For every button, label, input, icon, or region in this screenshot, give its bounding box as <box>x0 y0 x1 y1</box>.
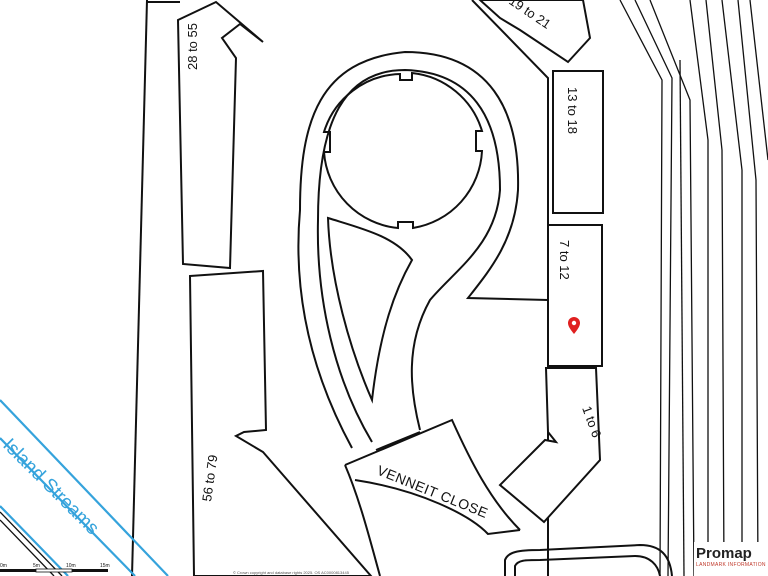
building-13-to-18 <box>552 70 604 214</box>
building-19-to-21 <box>478 0 592 64</box>
central-circle <box>322 71 484 230</box>
boundary-left-line <box>131 0 148 576</box>
courtyard-inner-path <box>316 68 502 443</box>
railway-line-7 <box>737 0 759 576</box>
building-56-to-79 <box>188 269 373 576</box>
brand-tagline: LANDMARK INFORMATION <box>696 562 766 568</box>
building-1-to-6 <box>498 367 602 524</box>
railway-line-9 <box>679 59 685 576</box>
bottom-road-outer <box>504 543 673 576</box>
courtyard-tongue <box>326 216 414 404</box>
scale-bar: 0m 5m 10m 15m <box>0 563 110 573</box>
rail-diag-1 <box>0 511 63 576</box>
access-road-lower <box>344 464 381 576</box>
railway-line-2 <box>634 0 673 576</box>
railway-line-4 <box>689 0 709 576</box>
stream-name-label: Island Streams <box>0 435 103 539</box>
access-road-connect <box>375 431 421 451</box>
access-road-inner <box>354 479 521 536</box>
building-7-to-12 <box>547 224 603 367</box>
bottom-road-inner <box>514 554 661 576</box>
label-13-to-18: 13 to 18 <box>565 87 580 134</box>
railway-line-6 <box>721 0 743 576</box>
stream-bank-3 <box>0 505 69 576</box>
road-name-label: VENNEIT CLOSE <box>375 462 491 521</box>
railway-line-3 <box>649 0 695 576</box>
promap-logo: Promap LANDMARK INFORMATION <box>694 542 768 576</box>
railway-line-5 <box>705 0 725 576</box>
building-28-to-55 <box>176 0 264 270</box>
location-pin-icon[interactable] <box>568 317 580 334</box>
railway-line-1 <box>619 0 663 576</box>
brand-name: Promap <box>696 545 752 562</box>
scale-label-10: 10m <box>66 563 76 569</box>
access-road-upper <box>344 418 521 531</box>
courtyard-outer-path <box>297 50 549 449</box>
scale-label-5: 5m <box>33 563 40 569</box>
rail-diag-2 <box>0 519 55 576</box>
scale-label-15: 15m <box>100 563 110 569</box>
label-28-to-55: 28 to 55 <box>185 23 200 70</box>
railway-line-8 <box>749 0 768 161</box>
scale-label-0: 0m <box>0 563 7 569</box>
copyright-text: © Crown copyright and database rights 20… <box>233 570 350 575</box>
stream-bank-1 <box>0 399 169 576</box>
label-7-to-12: 7 to 12 <box>557 240 572 280</box>
stream-bank-2 <box>0 437 136 576</box>
label-56-to-79: 56 to 79 <box>199 454 220 503</box>
